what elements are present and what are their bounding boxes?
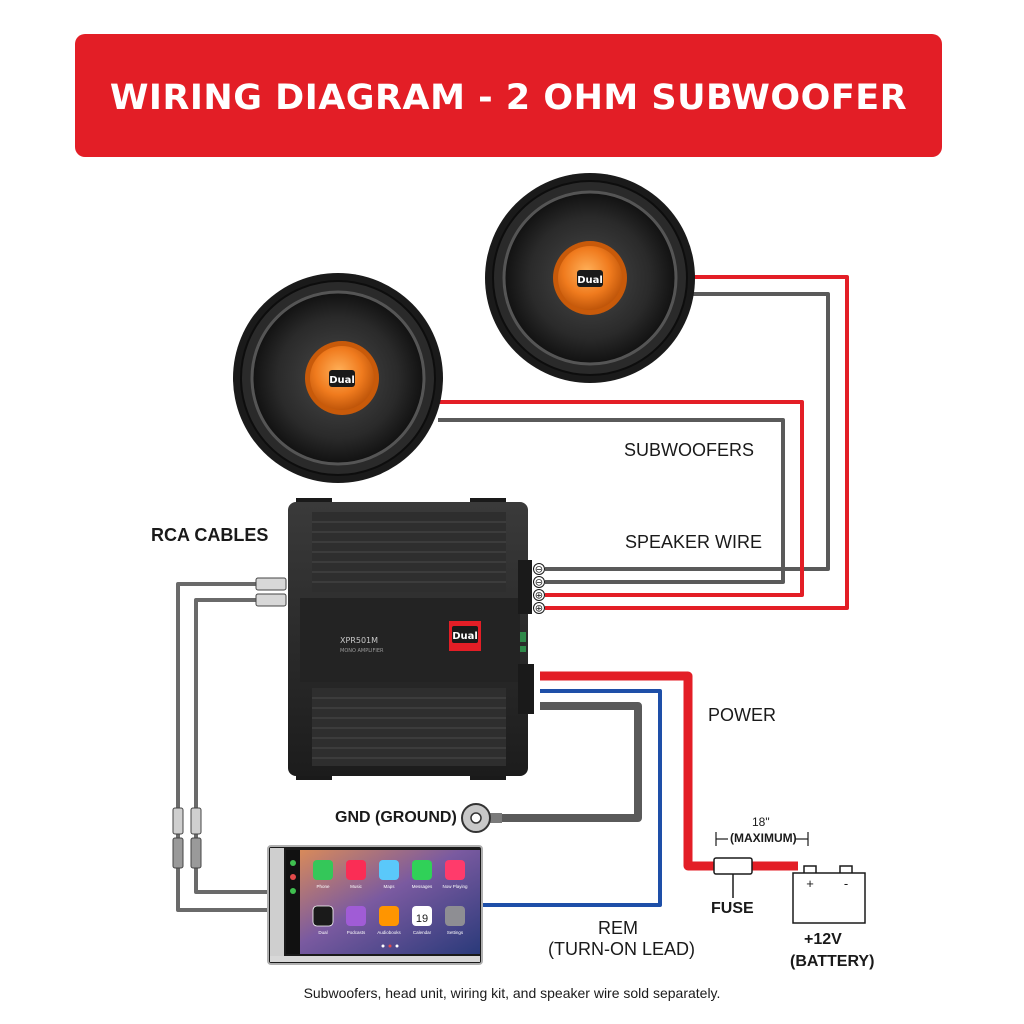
audiobooks-app-icon xyxy=(379,906,399,926)
rca-connectors-amp xyxy=(255,577,287,607)
subwoofer-back-logo: Dual xyxy=(577,275,603,286)
rca-connectors-inline xyxy=(172,807,202,869)
svg-text:Calendar: Calendar xyxy=(413,930,432,935)
battery-plus: + xyxy=(806,876,814,891)
terminal-2: ⊖ xyxy=(535,578,543,589)
speaker-wires xyxy=(438,275,849,610)
settings-app-icon xyxy=(445,906,465,926)
battery: + - xyxy=(792,865,866,924)
battery-label: (BATTERY) xyxy=(790,953,875,970)
subwoofer-back: Dual xyxy=(485,173,695,383)
terminal-1: ⊖ xyxy=(535,565,543,576)
ground-ring-terminal xyxy=(461,803,502,833)
head-unit-apps-row1: Phone Music Maps Messages Now Playing xyxy=(313,860,468,889)
amp-subtitle: MONO AMPLIFIER xyxy=(340,648,384,654)
fuse-label: FUSE xyxy=(711,900,754,917)
fuse-length-label: 18" xyxy=(752,815,770,829)
terminal-4: ⊕ xyxy=(535,604,543,615)
title-banner: WIRING DIAGRAM - 2 OHM SUBWOOFER xyxy=(75,34,942,157)
amp-heatsink-bottom xyxy=(312,697,506,759)
gnd-label: GND (GROUND) xyxy=(335,809,457,826)
fuse-length-bracket xyxy=(715,832,809,846)
podcasts-app-icon xyxy=(346,906,366,926)
svg-text:Maps: Maps xyxy=(383,884,395,889)
svg-text:Music: Music xyxy=(350,884,363,889)
speaker-wire-label: SPEAKER WIRE xyxy=(625,532,763,552)
power-label: POWER xyxy=(708,705,777,725)
subwoofers-label: SUBWOOFERS xyxy=(624,440,755,460)
terminal-3: ⊕ xyxy=(535,591,543,602)
battery-voltage-label: +12V xyxy=(804,931,842,948)
subwoofer-front: Dual xyxy=(233,273,443,483)
rem-label: REM xyxy=(598,918,638,938)
maps-app-icon xyxy=(379,860,399,880)
music-app-icon xyxy=(346,860,366,880)
amp-heatsink-top xyxy=(312,521,506,583)
head-unit-page-dots xyxy=(381,944,399,948)
speaker-wire-front-negative xyxy=(438,418,785,584)
calendar-day: 19 xyxy=(416,913,428,925)
fuse-max-label: (MAXIMUM) xyxy=(730,831,797,845)
svg-text:Audiobooks: Audiobooks xyxy=(377,930,401,935)
calendar-app-icon xyxy=(412,906,432,926)
svg-text:Phone: Phone xyxy=(316,884,330,889)
head-unit-apps-row2: Dual Podcasts Audiobooks Calendar Settin… xyxy=(312,905,465,935)
fuse xyxy=(713,857,753,898)
svg-text:Now Playing: Now Playing xyxy=(442,884,468,889)
speaker-wire-front-positive xyxy=(438,400,804,597)
amp-model: XPR501M xyxy=(340,636,378,645)
subwoofer-front-logo: Dual xyxy=(329,375,355,386)
speaker-terminals: ⊖ ⊖ ⊕ ⊕ xyxy=(533,563,545,615)
svg-text:Messages: Messages xyxy=(412,884,433,889)
svg-text:Podcasts: Podcasts xyxy=(347,930,366,935)
rca-cables xyxy=(176,582,270,912)
amp-badge-logo: Dual xyxy=(452,631,478,642)
svg-text:Dual: Dual xyxy=(318,930,327,935)
rca-cables-label: RCA CABLES xyxy=(151,525,269,545)
rem-wire xyxy=(482,689,662,907)
rem-sublabel: (TURN-ON LEAD) xyxy=(548,939,695,959)
phone-app-icon xyxy=(313,860,333,880)
speaker-wire-back-negative xyxy=(545,292,830,571)
now-playing-app-icon xyxy=(445,860,465,880)
ground-wire xyxy=(495,702,642,822)
messages-app-icon xyxy=(412,860,432,880)
page-title: WIRING DIAGRAM - 2 OHM SUBWOOFER xyxy=(109,78,908,118)
amplifier: XPR501M MONO AMPLIFIER Dual ⊖ ⊖ ⊕ ⊕ xyxy=(288,498,545,780)
dual-app-icon xyxy=(312,905,334,927)
footer-note: Subwoofers, head unit, wiring kit, and s… xyxy=(303,985,721,1001)
svg-text:Settings: Settings xyxy=(447,930,464,935)
battery-minus: - xyxy=(844,876,848,891)
speaker-wire-back-positive xyxy=(545,275,849,610)
